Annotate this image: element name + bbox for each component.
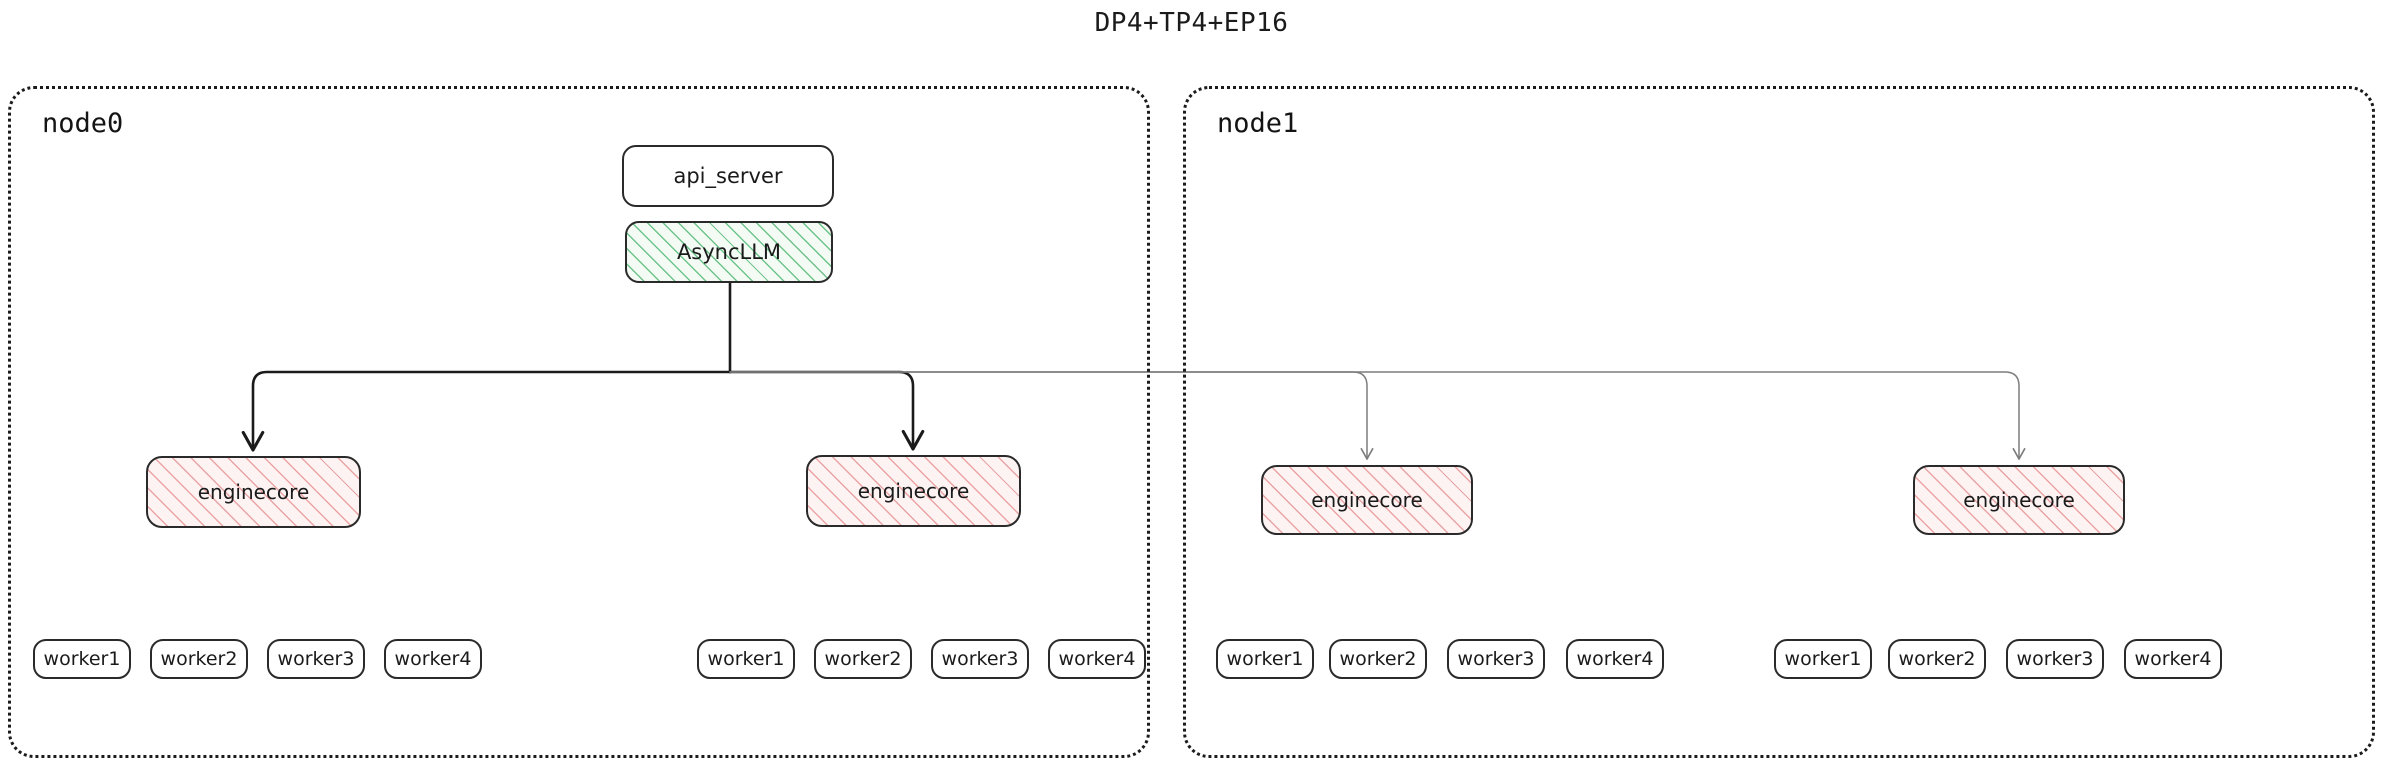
page-title: DP4+TP4+EP16 bbox=[1094, 8, 1289, 38]
worker-group-0-worker-4[interactable]: worker4 bbox=[384, 639, 482, 679]
worker-group-2-worker-2-label: worker2 bbox=[1339, 648, 1417, 670]
enginecore-2-label: enginecore bbox=[1311, 488, 1423, 512]
enginecore-3-label: enginecore bbox=[1963, 488, 2075, 512]
worker-group-2-worker-1-label: worker1 bbox=[1226, 648, 1304, 670]
node-label-node0: node0 bbox=[42, 108, 124, 139]
api-server[interactable]: api_server bbox=[622, 145, 834, 207]
worker-group-3-worker-3-label: worker3 bbox=[2016, 648, 2094, 670]
api-server-label: api_server bbox=[673, 164, 783, 188]
enginecore-0[interactable]: enginecore bbox=[146, 456, 361, 528]
worker-group-1-worker-2-label: worker2 bbox=[824, 648, 902, 670]
worker-group-1-worker-3-label: worker3 bbox=[941, 648, 1019, 670]
worker-group-0-worker-3-label: worker3 bbox=[277, 648, 355, 670]
enginecore-3[interactable]: enginecore bbox=[1913, 465, 2125, 535]
worker-group-3-worker-4[interactable]: worker4 bbox=[2124, 639, 2222, 679]
worker-group-1-worker-2[interactable]: worker2 bbox=[814, 639, 912, 679]
node-label-node1: node1 bbox=[1217, 108, 1299, 139]
enginecore-0-label: enginecore bbox=[197, 480, 310, 504]
worker-group-3-worker-2[interactable]: worker2 bbox=[1888, 639, 1986, 679]
worker-group-2-worker-4[interactable]: worker4 bbox=[1566, 639, 1664, 679]
worker-group-0-worker-1-label: worker1 bbox=[43, 648, 121, 670]
worker-group-3-worker-3[interactable]: worker3 bbox=[2006, 639, 2104, 679]
node-container-node1 bbox=[1183, 86, 2375, 758]
worker-group-2-worker-3-label: worker3 bbox=[1457, 648, 1535, 670]
asyncllm[interactable]: AsyncLLM bbox=[625, 221, 833, 283]
worker-group-0-worker-4-label: worker4 bbox=[394, 648, 472, 670]
worker-group-0-worker-2-label: worker2 bbox=[160, 648, 238, 670]
worker-group-2-worker-4-label: worker4 bbox=[1576, 648, 1654, 670]
worker-group-2-worker-2[interactable]: worker2 bbox=[1329, 639, 1427, 679]
worker-group-1-worker-1-label: worker1 bbox=[707, 648, 785, 670]
worker-group-2-worker-1[interactable]: worker1 bbox=[1216, 639, 1314, 679]
worker-group-0-worker-1[interactable]: worker1 bbox=[33, 639, 131, 679]
worker-group-3-worker-2-label: worker2 bbox=[1898, 648, 1976, 670]
asyncllm-label: AsyncLLM bbox=[676, 240, 782, 264]
worker-group-1-worker-3[interactable]: worker3 bbox=[931, 639, 1029, 679]
enginecore-1-label: enginecore bbox=[857, 479, 970, 503]
enginecore-2[interactable]: enginecore bbox=[1261, 465, 1473, 535]
worker-group-1-worker-1[interactable]: worker1 bbox=[697, 639, 795, 679]
worker-group-3-worker-1-label: worker1 bbox=[1784, 648, 1862, 670]
worker-group-2-worker-3[interactable]: worker3 bbox=[1447, 639, 1545, 679]
node-container-node0 bbox=[8, 86, 1150, 758]
worker-group-1-worker-4-label: worker4 bbox=[1058, 648, 1136, 670]
worker-group-3-worker-4-label: worker4 bbox=[2134, 648, 2212, 670]
worker-group-1-worker-4[interactable]: worker4 bbox=[1048, 639, 1146, 679]
worker-group-0-worker-2[interactable]: worker2 bbox=[150, 639, 248, 679]
worker-group-3-worker-1[interactable]: worker1 bbox=[1774, 639, 1872, 679]
worker-group-0-worker-3[interactable]: worker3 bbox=[267, 639, 365, 679]
enginecore-1[interactable]: enginecore bbox=[806, 455, 1021, 527]
